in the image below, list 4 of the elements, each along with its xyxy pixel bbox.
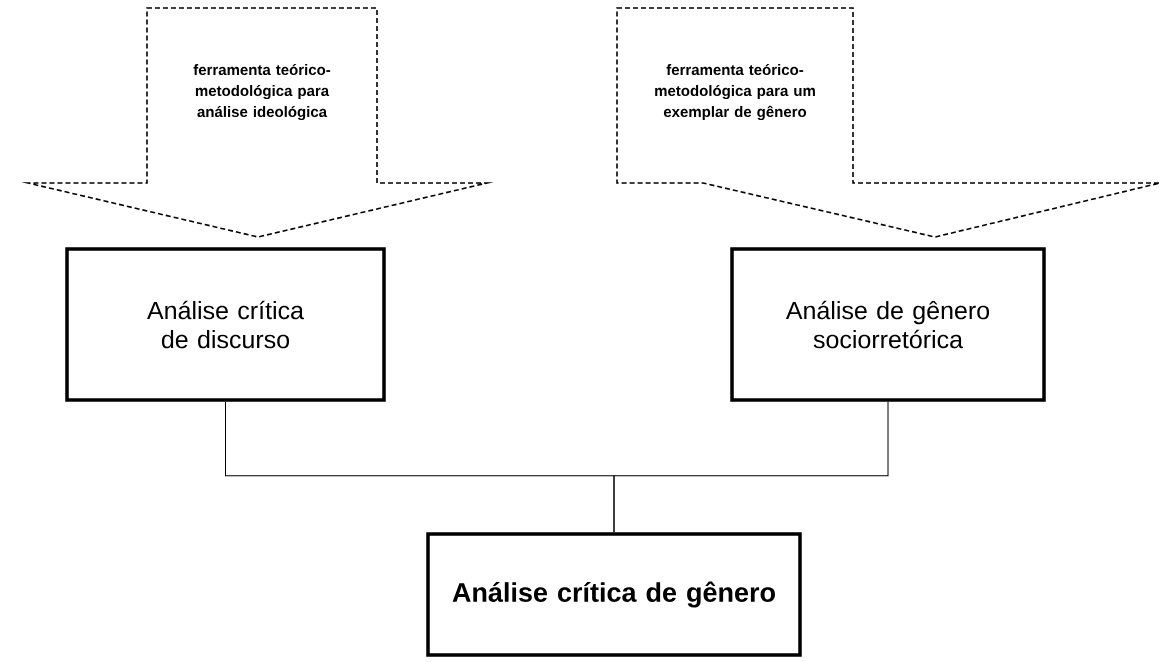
process-box: Análise crítica de gênero xyxy=(426,532,802,657)
process-box: Análise de gênero sociorretórica xyxy=(730,247,1046,402)
process-box: Análise crítica de discurso xyxy=(65,247,386,402)
connector-line xyxy=(613,401,889,533)
